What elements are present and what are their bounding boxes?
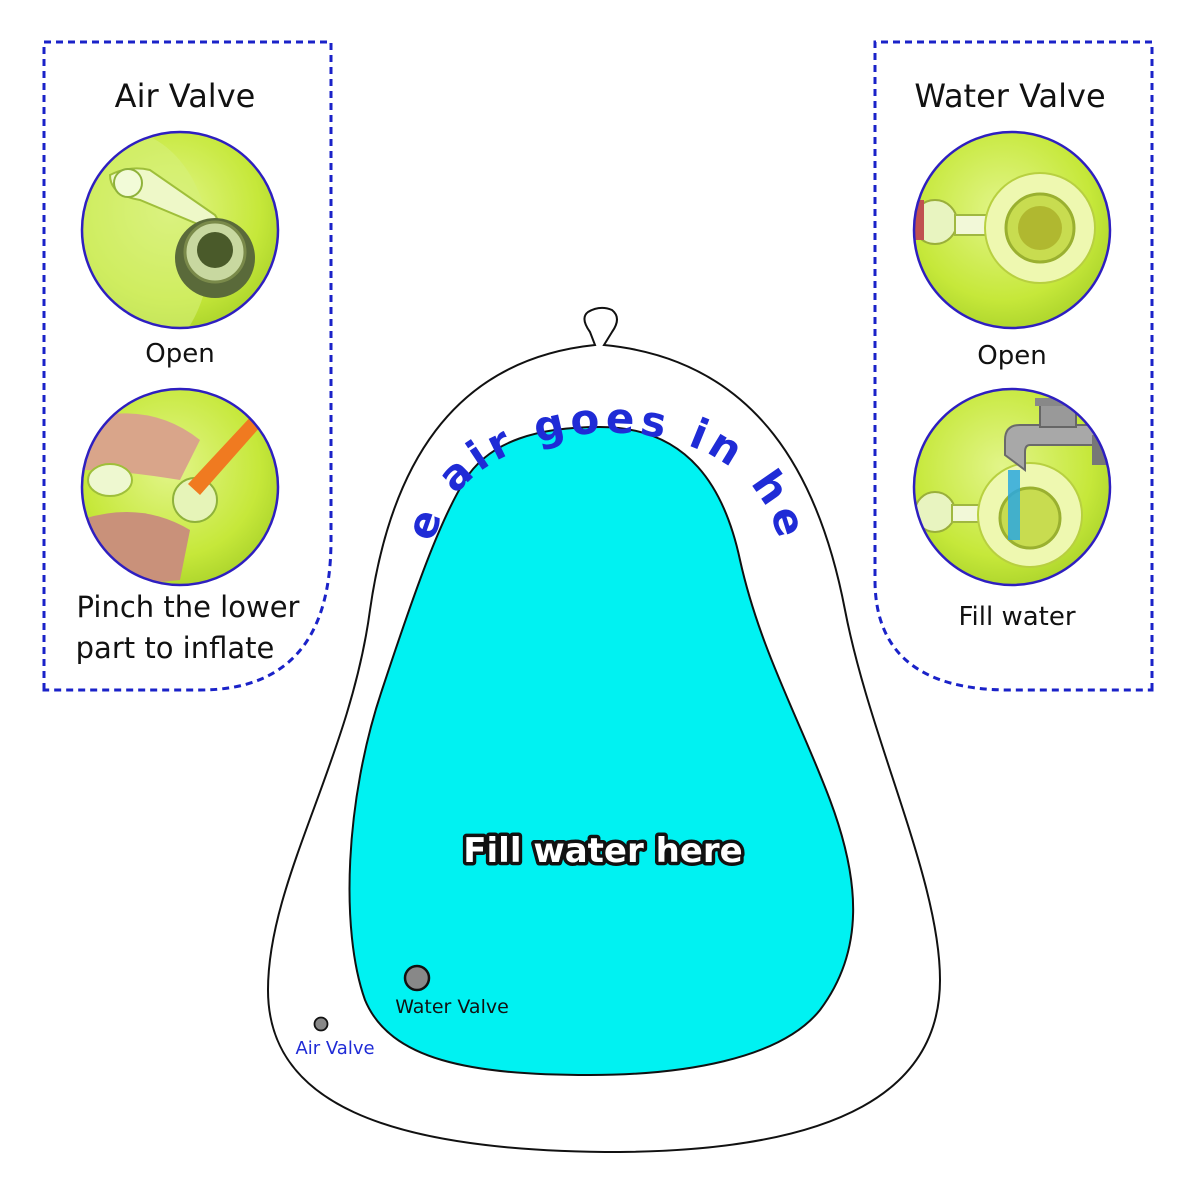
water-valve-marker-label: Water Valve <box>395 996 509 1018</box>
water-valve-title: Water Valve <box>914 77 1105 115</box>
air-valve-inflate-line1: Pinch the lower <box>77 590 300 624</box>
air-valve-title: Air Valve <box>115 77 256 115</box>
water-valve-open-label: Open <box>977 341 1046 371</box>
fill-water-here-label: Fill water here <box>463 831 742 871</box>
air-valve-panel <box>42 40 333 692</box>
water-valve-marker <box>403 964 431 992</box>
air-valve-marker <box>313 1016 329 1032</box>
water-valve-open-photo <box>912 130 1112 330</box>
water-valve-fill-photo <box>912 387 1112 587</box>
water-valve-panel <box>873 40 1154 692</box>
air-valve-marker-label: Air Valve <box>295 1038 374 1059</box>
air-valve-open-label: Open <box>145 339 214 369</box>
water-chamber <box>348 425 855 1077</box>
air-valve-inflate-line2: part to inflate <box>76 631 275 665</box>
air-valve-open-photo <box>80 130 280 330</box>
air-valve-inflate-photo <box>80 387 280 587</box>
water-valve-fill-label: Fill water <box>958 602 1075 632</box>
